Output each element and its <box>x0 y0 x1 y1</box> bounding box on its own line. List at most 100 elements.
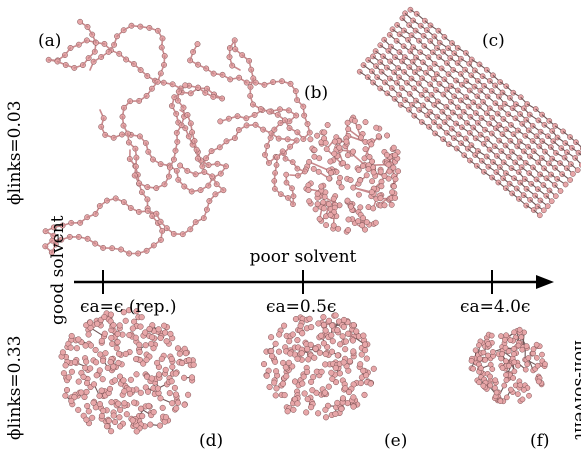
monomer-bead <box>336 370 343 377</box>
monomer-bead <box>116 414 123 421</box>
monomer-bead <box>357 204 364 211</box>
monomer-bead <box>155 326 162 333</box>
monomer-bead <box>349 337 356 344</box>
monomer-bead <box>113 345 120 352</box>
monomer-bead <box>90 399 97 406</box>
monomer-bead <box>99 376 106 383</box>
bond <box>308 161 330 172</box>
monomer-bead <box>330 195 337 202</box>
monomer-bead <box>361 155 368 162</box>
monomer-bead <box>93 372 100 379</box>
monomer-bead <box>98 387 105 394</box>
monomer-bead <box>96 392 103 399</box>
monomer-bead <box>305 187 312 194</box>
monomer-bead <box>516 326 523 333</box>
monomer-bead <box>539 351 545 358</box>
monomer-bead <box>96 367 103 374</box>
monomer-bead <box>344 152 351 159</box>
monomer-bead <box>497 398 504 404</box>
monomer-bead <box>472 347 479 354</box>
monomer-bead <box>148 334 156 341</box>
monomer-bead <box>122 317 129 324</box>
monomer-bead <box>389 189 396 196</box>
monomer-bead <box>60 370 67 377</box>
monomer-bead <box>574 167 581 173</box>
monomer-bead <box>355 167 362 173</box>
monomer-bead <box>455 131 462 138</box>
monomer-bead <box>386 168 393 175</box>
monomer-bead <box>318 368 325 375</box>
monomer-bead <box>137 323 144 330</box>
monomer-bead <box>350 348 357 355</box>
monomer-bead <box>345 216 352 223</box>
monomer-bead <box>308 324 315 331</box>
monomer-bead <box>511 345 517 352</box>
monomer-bead <box>347 203 354 210</box>
solvent-axis-arrowhead <box>536 275 554 289</box>
monomer-bead <box>169 363 176 370</box>
monomer-bead <box>132 334 139 341</box>
monomer-bead <box>499 365 506 371</box>
monomer-bead <box>392 176 399 183</box>
monomer-bead <box>552 193 559 199</box>
monomer-bead <box>294 400 301 407</box>
monomer-bead <box>298 350 305 357</box>
monomer-bead <box>330 222 337 229</box>
monomer-bead <box>325 383 332 390</box>
monomer-bead <box>82 364 89 371</box>
monomer-bead <box>315 168 322 175</box>
axis-label-non-solvent: non-solvent <box>570 340 581 440</box>
monomer-bead <box>162 366 169 373</box>
monomer-bead <box>115 359 122 366</box>
monomer-bead <box>391 183 397 190</box>
monomer-bead <box>369 178 376 185</box>
monomer-bead <box>133 356 140 363</box>
monomer-bead <box>162 329 169 336</box>
monomer-bead <box>329 338 336 345</box>
monomer-bead <box>360 215 367 222</box>
monomer-bead <box>157 395 164 402</box>
bond <box>578 152 581 156</box>
monomer-bead <box>299 380 306 387</box>
monomer-bead <box>340 160 347 167</box>
monomer-bead <box>271 379 278 386</box>
monomer-bead <box>304 345 311 353</box>
monomer-bead <box>68 332 75 340</box>
monomer-bead <box>493 389 500 396</box>
panel-b-render <box>271 114 402 235</box>
monomer-bead <box>368 141 375 148</box>
monomer-bead <box>122 350 129 357</box>
monomer-bead <box>521 387 527 393</box>
monomer-bead <box>361 391 368 398</box>
monomer-bead <box>515 342 522 349</box>
monomer-bead <box>316 349 323 356</box>
monomer-bead <box>322 350 329 358</box>
tick-label-3: ϵa=4.0ϵ <box>460 297 530 317</box>
monomer-bead <box>328 348 336 355</box>
monomer-bead <box>111 377 118 384</box>
monomer-bead <box>392 194 399 201</box>
monomer-bead <box>96 401 103 408</box>
monomer-bead <box>140 360 147 367</box>
monomer-bead <box>80 373 87 380</box>
monomer-bead <box>340 316 348 323</box>
monomer-bead <box>347 177 354 184</box>
monomer-bead <box>117 423 124 430</box>
monomer-bead <box>499 351 505 357</box>
panel-label-a: (a) <box>38 31 61 51</box>
monomer-bead <box>344 197 351 204</box>
monomer-bead <box>217 118 224 125</box>
monomer-bead <box>75 336 82 343</box>
monomer-bead <box>104 364 111 371</box>
monomer-bead <box>320 205 327 212</box>
monomer-bead <box>142 329 149 336</box>
monomer-bead <box>106 385 114 392</box>
monomer-bead <box>487 382 494 389</box>
monomer-bead <box>283 171 290 178</box>
monomer-bead <box>87 319 94 326</box>
monomer-bead <box>190 361 197 368</box>
monomer-bead <box>125 307 133 314</box>
monomer-bead <box>114 338 121 346</box>
monomer-bead <box>121 388 128 395</box>
